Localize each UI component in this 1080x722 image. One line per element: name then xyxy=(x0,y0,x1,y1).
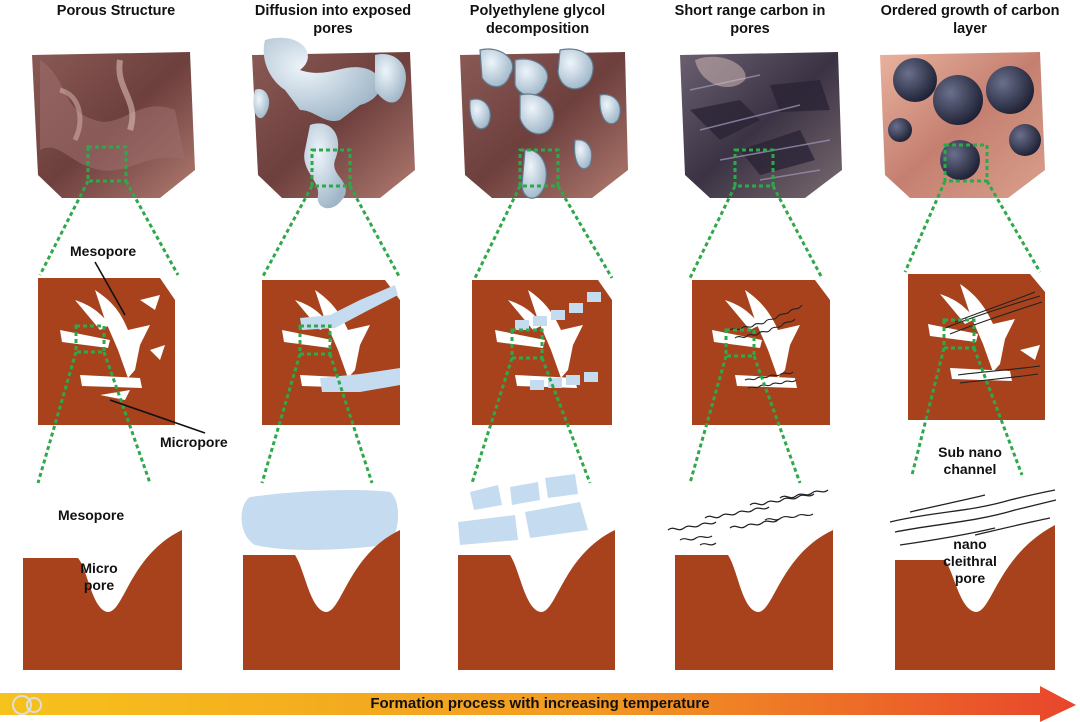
watermark-logo xyxy=(10,693,150,717)
stage-2-title: Diffusion into exposed pores xyxy=(254,3,412,37)
stage-1-micro-zoom xyxy=(36,324,152,484)
stage-3-title: Polyethylene glycol decomposition xyxy=(469,3,606,37)
mesopore-label: Mesopore xyxy=(70,243,137,259)
stage-3-peg-fragments xyxy=(458,474,588,545)
stage-4-section xyxy=(692,280,830,425)
temperature-arrow-label: Formation process with increasing temper… xyxy=(370,695,710,712)
mesopore-pointer xyxy=(94,261,206,434)
stage-3-cube xyxy=(460,48,628,199)
stage-2-zoom-box xyxy=(260,148,402,279)
temperature-arrow xyxy=(0,686,1076,722)
micropore-label: Micropore xyxy=(160,434,228,450)
stage-3-zoom-box xyxy=(473,148,614,279)
stage-4-cube xyxy=(680,52,842,198)
stage-4-substrate xyxy=(675,530,833,670)
stage-2-cube xyxy=(252,37,415,209)
stage-4-zoom-box xyxy=(688,148,824,279)
stage-4-carbon-fragments xyxy=(667,489,829,546)
stage-2-micro-zoom xyxy=(260,324,374,484)
stage-4-micro-zoom xyxy=(688,328,802,484)
stage-1-cube xyxy=(32,52,195,198)
mesopore-bottom-label: Mesopore xyxy=(58,507,125,523)
stage-5-substrate xyxy=(895,525,1055,670)
stage-5-cube xyxy=(880,52,1045,198)
stage-5-micro-zoom xyxy=(910,318,1024,476)
stage-4-title: Short range carbon in pores xyxy=(674,3,826,37)
sub-nano-channel-label: Sub nano channel xyxy=(938,444,1002,477)
micro-pore-label: Micro pore xyxy=(80,560,118,593)
stage-1-title: Porous Structure xyxy=(56,3,176,19)
stage-3-substrate xyxy=(458,530,615,670)
stage-1-zoom-box xyxy=(38,145,180,276)
nano-cleithral-pore-label: nano cleithral pore xyxy=(943,536,997,586)
stage-2-substrate xyxy=(243,530,400,670)
stage-5-title: Ordered growth of carbon layer xyxy=(880,3,1060,37)
stage-1-substrate xyxy=(23,530,182,670)
stage-1-section xyxy=(38,278,175,425)
stage-3-micro-zoom xyxy=(470,328,592,484)
stage-5-section xyxy=(908,274,1045,420)
stage-2-peg-blob xyxy=(241,489,399,550)
stage-5-zoom-box xyxy=(903,143,1042,273)
stage-5-carbon-layers xyxy=(889,489,1057,546)
